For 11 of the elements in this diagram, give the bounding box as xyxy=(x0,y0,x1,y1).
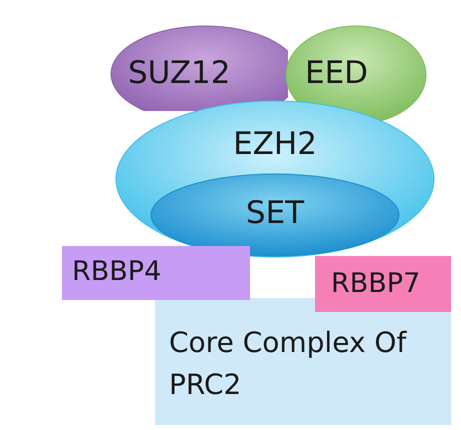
protein-name: EED xyxy=(305,55,368,91)
protein-name: RBBP7 xyxy=(331,268,420,299)
protein-name: SUZ12 xyxy=(128,55,231,91)
protein-name: SET xyxy=(244,195,306,231)
protein-name: Core Complex Of PRC2 xyxy=(169,325,408,403)
label-box xyxy=(155,298,451,425)
protein-name: EZH2 xyxy=(232,126,318,162)
protein-name: RBBP4 xyxy=(72,256,162,287)
label-box xyxy=(62,246,250,300)
label-box xyxy=(315,256,451,312)
protein-ellipse xyxy=(150,173,400,257)
